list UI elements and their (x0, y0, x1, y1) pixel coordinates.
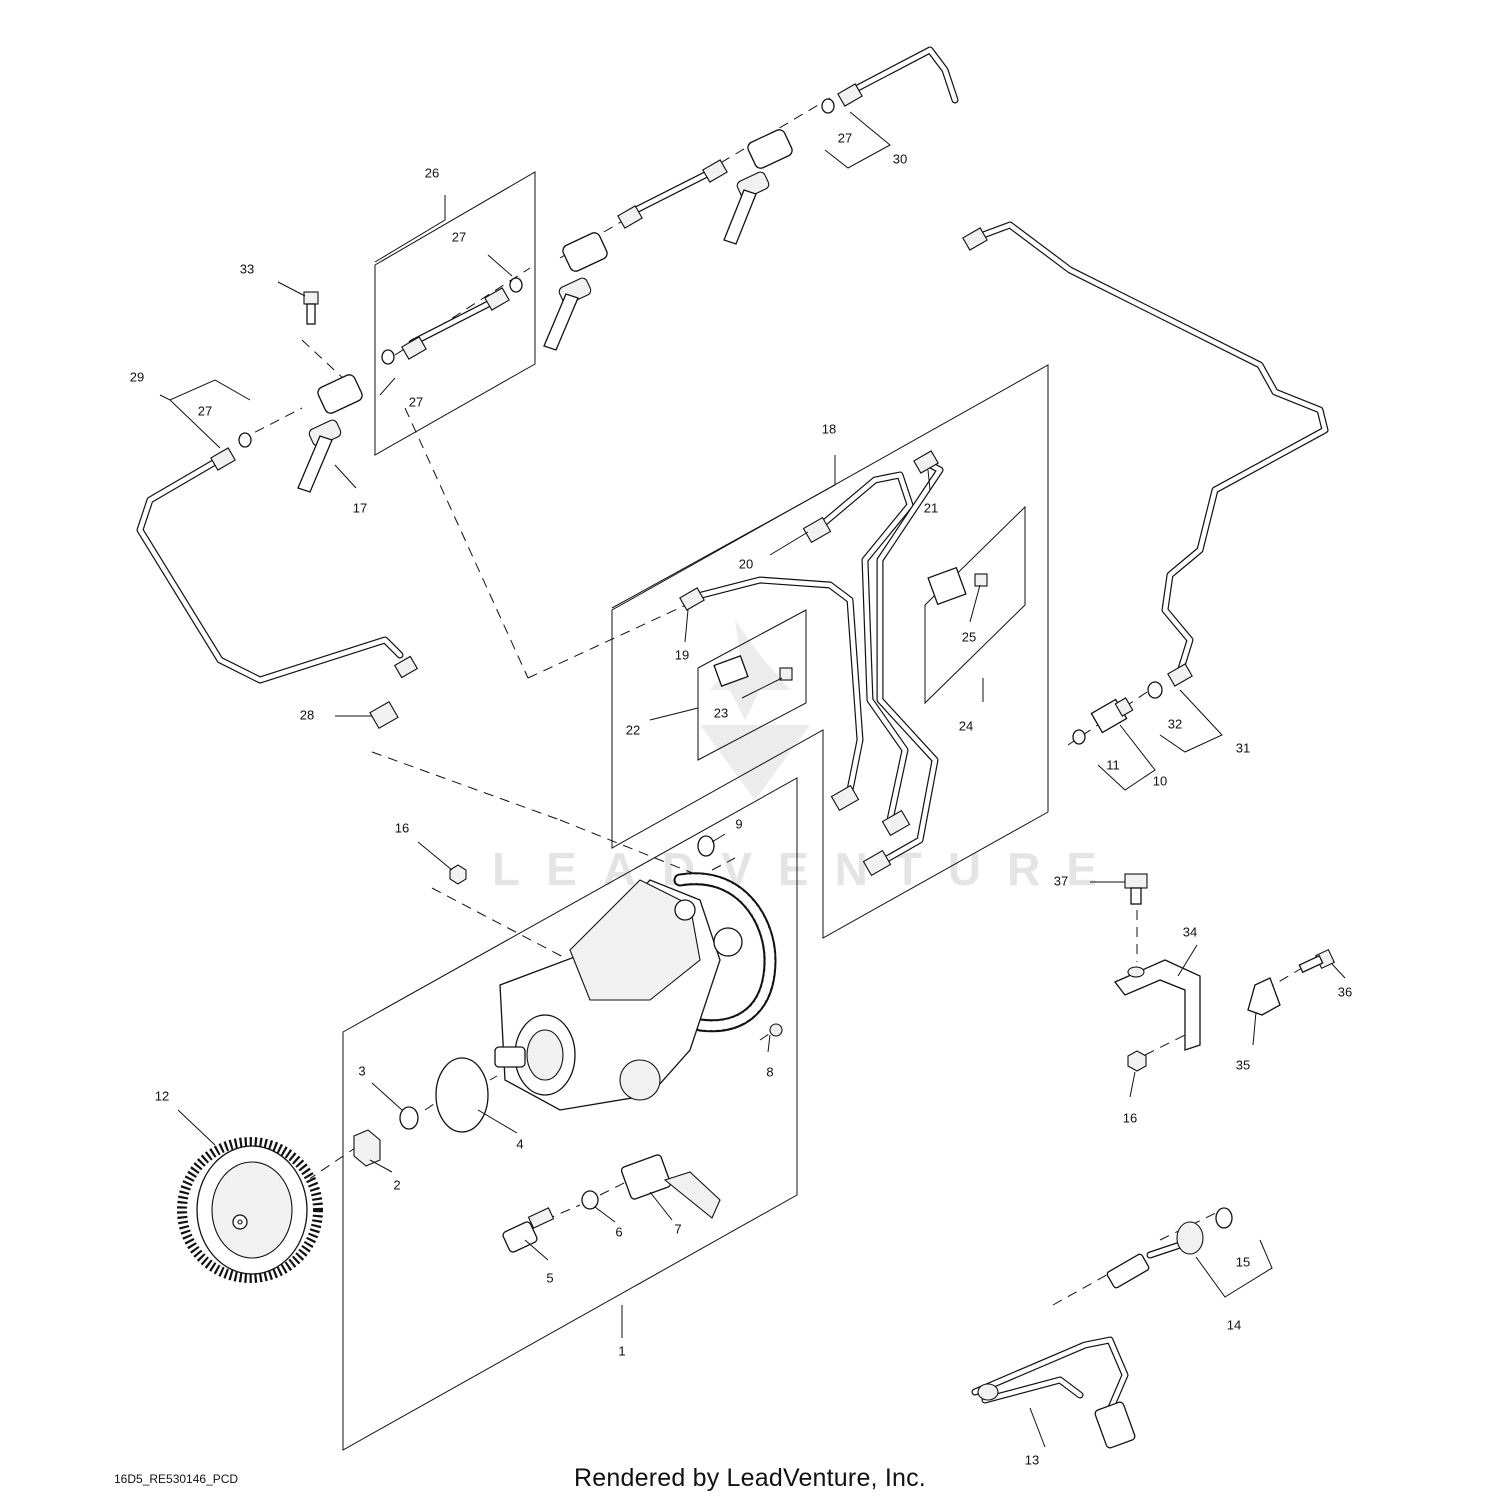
label-30: 30 (893, 151, 907, 166)
label-32: 32 (1168, 716, 1182, 731)
nut-16-lower (1127, 1050, 1147, 1072)
fitting-9 (697, 835, 715, 857)
group-box-18 (611, 364, 1049, 939)
group-box-1 (342, 777, 798, 1451)
label-27-a: 27 (452, 229, 466, 244)
nut-16-upper (449, 864, 467, 885)
label-8: 8 (766, 1064, 773, 1079)
leader-lines (159, 111, 1346, 1448)
fuel-lines (136, 46, 1329, 864)
label-16-lower: 16 (1123, 1110, 1137, 1125)
washers (238, 98, 1163, 745)
label-28: 28 (300, 707, 314, 722)
label-25: 25 (962, 629, 976, 644)
label-24: 24 (959, 718, 973, 733)
label-33: 33 (240, 261, 254, 276)
label-13: 13 (1025, 1452, 1039, 1467)
bolt-36 (1298, 948, 1336, 974)
bracket-34 (1113, 959, 1201, 1051)
label-37: 37 (1054, 873, 1068, 888)
label-23: 23 (714, 705, 728, 720)
fitting-28 (369, 700, 399, 730)
label-3: 3 (358, 1063, 365, 1078)
sensor-5 (502, 1207, 555, 1253)
nut-8 (769, 1023, 783, 1037)
label-29: 29 (130, 369, 144, 384)
group-box-22 (697, 609, 807, 761)
wiring-harness-13 (971, 1336, 1136, 1449)
label-5: 5 (546, 1270, 553, 1285)
label-2: 2 (393, 1177, 400, 1192)
group-box-24 (924, 505, 1026, 705)
clamp-25 (927, 566, 988, 606)
label-22: 22 (626, 722, 640, 737)
bolt-33 (303, 291, 319, 325)
o-ring-6 (581, 1190, 599, 1210)
bolt-37 (1124, 873, 1148, 905)
label-27-b: 27 (409, 394, 423, 409)
callout-labels: 1 2 3 4 5 6 7 8 9 10 11 12 13 14 15 16 1… (130, 130, 1352, 1467)
label-1: 1 (618, 1343, 625, 1358)
label-36: 36 (1338, 984, 1352, 999)
connector-7 (620, 1154, 721, 1219)
assembly-lines (239, 97, 1303, 1306)
clamp-35 (1247, 977, 1281, 1016)
o-ring-15 (1215, 1207, 1233, 1229)
drive-gear-12 (177, 1137, 323, 1283)
label-16-upper: 16 (395, 820, 409, 835)
fuel-injectors (297, 129, 793, 493)
label-14: 14 (1227, 1317, 1241, 1332)
label-4: 4 (516, 1136, 523, 1151)
label-31: 31 (1236, 740, 1250, 755)
render-credit: Rendered by LeadVenture, Inc. (574, 1464, 926, 1492)
label-27-c: 27 (198, 403, 212, 418)
label-12: 12 (155, 1088, 169, 1103)
sensor-14 (1106, 1221, 1204, 1289)
injection-pump (494, 872, 777, 1111)
nut-2 (353, 1129, 381, 1167)
clamp-23 (713, 655, 793, 687)
label-26: 26 (425, 165, 439, 180)
o-ring-4 (435, 1057, 489, 1133)
label-27-d: 27 (838, 130, 852, 145)
label-34: 34 (1183, 924, 1197, 939)
label-6: 6 (615, 1224, 622, 1239)
label-15: 15 (1236, 1254, 1250, 1269)
drawing-code: 16D5_RE530146_PCD (114, 1472, 239, 1486)
watermark-text: LEADVENTURE (492, 843, 1123, 895)
label-20: 20 (739, 556, 753, 571)
label-19: 19 (675, 647, 689, 662)
valve-10 (1090, 697, 1134, 734)
label-7: 7 (674, 1221, 681, 1236)
group-box-26 (374, 171, 536, 456)
fittings (210, 83, 1193, 877)
label-9: 9 (735, 816, 742, 831)
label-18: 18 (822, 421, 836, 436)
label-11: 11 (1106, 757, 1120, 772)
label-10: 10 (1153, 773, 1167, 788)
washer-3 (399, 1106, 419, 1130)
label-35: 35 (1236, 1057, 1250, 1072)
watermark: LEADVENTURE (492, 620, 1123, 895)
label-21: 21 (924, 500, 938, 515)
label-17: 17 (353, 500, 367, 515)
